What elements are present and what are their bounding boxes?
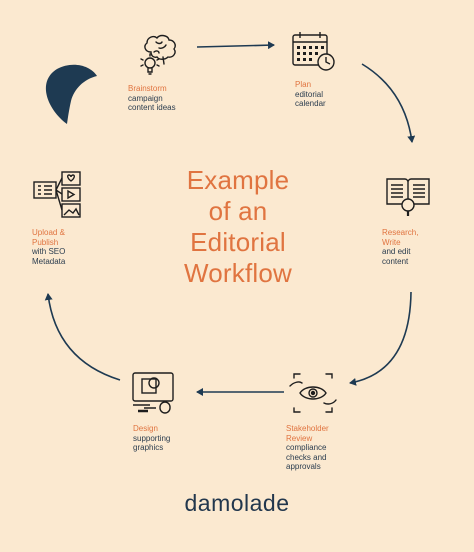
title-line: Editorial xyxy=(190,227,286,257)
step-desc: calendar xyxy=(295,99,326,108)
design-monitor-icon xyxy=(132,372,174,414)
step-desc: approvals xyxy=(286,462,321,471)
book-magnifier-icon xyxy=(386,178,430,216)
step-desc: editorial xyxy=(295,89,324,99)
title-line: Example xyxy=(186,165,290,195)
step-title: Review xyxy=(286,433,313,443)
title-line: of an xyxy=(208,196,268,226)
step-brainstorm: Brainstorm campaign content ideas xyxy=(128,84,176,113)
brain-lightbulb-icon xyxy=(140,34,176,75)
step-desc: and edit xyxy=(382,247,411,256)
content-blocks-icon xyxy=(33,171,81,218)
step-desc: compliance xyxy=(286,443,327,452)
title-line: Workflow xyxy=(183,258,293,288)
step-desc: content ideas xyxy=(128,103,176,112)
step-title: Research, xyxy=(382,228,419,237)
brand-logo-text: damolade xyxy=(184,490,290,516)
arrow-brainstorm-to-plan xyxy=(196,41,275,50)
diagram-title: Example of an Editorial Workflow xyxy=(140,165,336,289)
step-research: Research, Write and edit content xyxy=(382,228,418,266)
navy-crescent-shape xyxy=(45,64,97,124)
step-design: Design supporting graphics xyxy=(133,424,170,453)
step-title: Design xyxy=(133,424,158,433)
step-desc: supporting xyxy=(133,433,171,443)
step-title: Stakeholder xyxy=(286,424,329,433)
step-desc: graphics xyxy=(133,443,164,452)
step-title: Publish xyxy=(32,237,59,247)
step-desc: campaign xyxy=(128,93,163,103)
arrow-design-to-upload xyxy=(44,293,121,381)
step-review: Stakeholder Review compliance checks and… xyxy=(286,424,329,472)
step-desc: with SEO xyxy=(32,247,66,256)
step-title: Brainstorm xyxy=(128,84,167,93)
step-title: Write xyxy=(382,237,401,247)
arrow-research-to-review xyxy=(349,291,412,386)
calendar-clock-icon xyxy=(292,32,335,71)
step-plan: Plan editorial calendar xyxy=(295,80,326,109)
step-desc: checks and xyxy=(286,452,327,462)
step-title: Plan xyxy=(295,80,312,89)
step-desc: content xyxy=(382,256,409,266)
arrow-plan-to-research xyxy=(361,63,416,143)
eye-hands-icon xyxy=(289,373,337,413)
step-title: Upload & xyxy=(32,228,65,237)
step-desc: Metadata xyxy=(32,256,66,266)
step-upload: Upload & Publish with SEO Metadata xyxy=(32,228,65,266)
